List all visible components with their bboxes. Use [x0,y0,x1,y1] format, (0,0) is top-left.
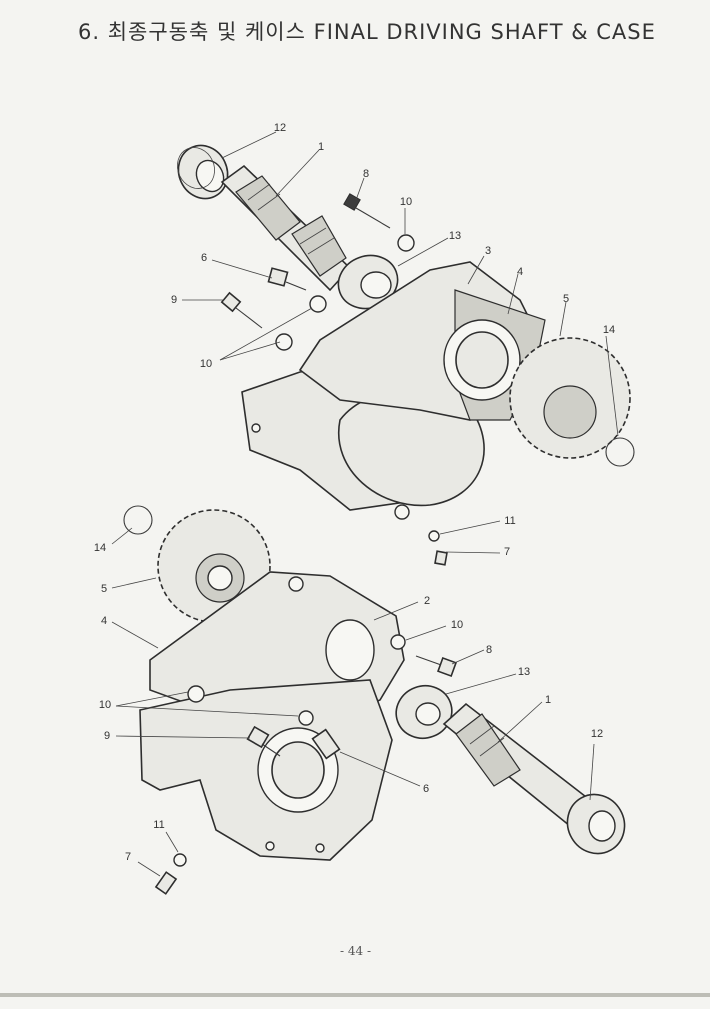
callout-13-upper: 13 [448,230,462,242]
bolt-9-lower [246,725,281,757]
callout-4-lower: 4 [100,615,108,627]
callout-10-lower: 10 [450,619,464,631]
bearing-12-upper [177,144,229,200]
callout-7-mid: 7 [503,546,511,558]
bolt-7-mid [434,550,448,566]
callout-6-upper: 6 [200,252,208,264]
callout-10-lower-pair: 10 [98,699,112,711]
upper-assembly [177,144,635,520]
page-title: 6. 최종구동축 및 케이스 FINAL DRIVING SHAFT & CAS… [78,20,656,44]
washer-10-lower-a [187,685,205,703]
washer-11-mid [428,530,440,542]
callout-12-lower: 12 [590,728,604,740]
washer-10-upper-a [309,295,327,313]
callout-13-lower: 13 [517,666,531,678]
callout-14-lower: 14 [93,542,107,554]
washer-10-upper [397,234,415,252]
callout-8-upper: 8 [362,168,370,180]
callout-8-lower: 8 [485,644,493,656]
bolt-7-lower [154,871,178,895]
callout-10-upper-pair: 10 [199,358,213,370]
callout-9-lower: 9 [103,730,111,742]
callout-4-upper: 4 [516,266,524,278]
bolt-8-lower [415,655,457,677]
snap-ring-14-lower [123,505,153,535]
leader-lines-upper [182,131,619,437]
shaft-1-lower [442,702,592,828]
washer-11-lower [173,853,187,867]
callout-2-lower: 2 [423,595,431,607]
callout-12-upper: 12 [273,122,287,134]
bolt-6-upper [267,267,307,291]
callout-11-lower: 11 [153,819,165,831]
lower-assembly [123,505,626,895]
callout-5-lower: 5 [100,583,108,595]
callout-1-lower: 1 [544,694,552,706]
bearing-13-lower [395,684,453,740]
callout-5-upper: 5 [562,293,570,305]
snap-ring-14-upper [605,437,635,467]
callout-11-mid: 11 [504,515,516,527]
gear-5-upper [509,337,631,459]
callout-14-upper: 14 [602,324,616,336]
case-body-upper [241,261,546,520]
callout-7-lower: 7 [124,851,132,863]
scan-edge-artifact [0,993,710,997]
page-number: - 44 - [340,944,372,958]
callout-1-upper: 1 [317,141,325,153]
washer-10-lower [390,634,406,650]
bolt-8-upper [343,193,391,229]
bolt-6-lower [311,728,341,760]
bearing-12-lower [566,793,626,855]
shaft-1-upper [220,164,352,292]
callout-6-lower: 6 [422,783,430,795]
washer-10-upper-b [275,333,293,351]
case-2-lower [139,571,405,861]
callout-9-upper: 9 [170,294,178,306]
callout-3-upper: 3 [484,245,492,257]
bolt-9-upper [220,291,263,329]
washer-10-lower-b [298,710,314,726]
callout-10-upper: 10 [399,196,413,208]
leader-lines-lower [111,520,595,877]
